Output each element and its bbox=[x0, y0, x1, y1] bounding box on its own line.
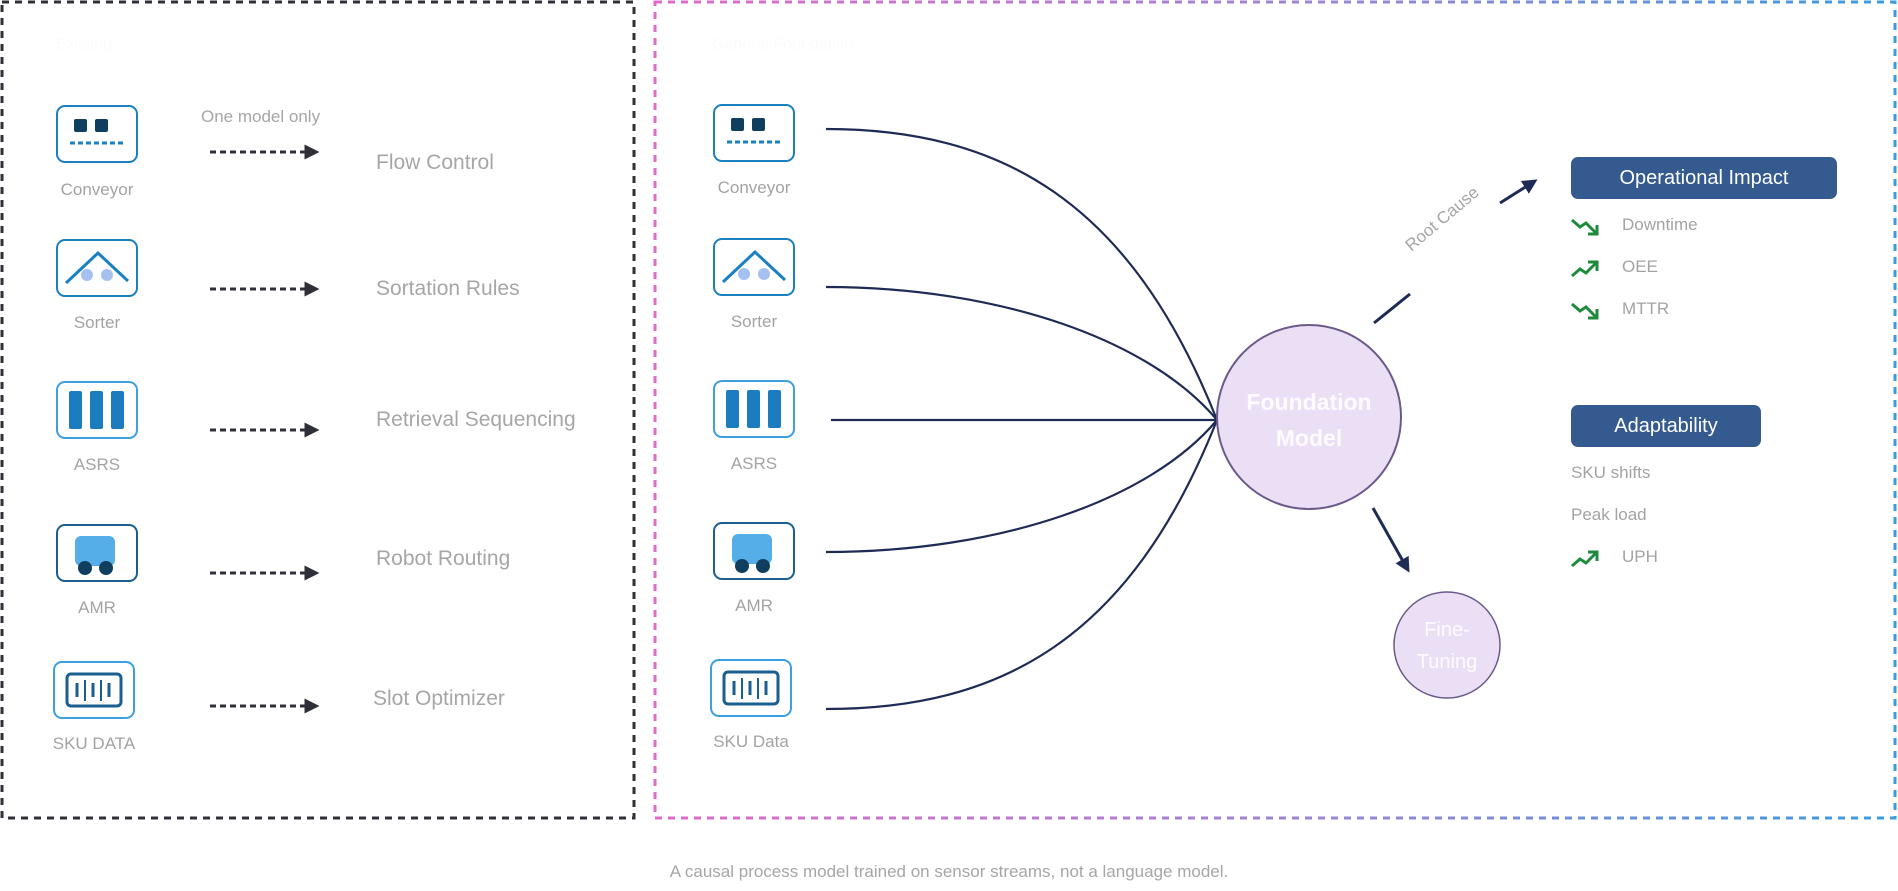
left-sku-node bbox=[53, 661, 135, 719]
source-edges bbox=[825, 127, 1219, 711]
amr-icon bbox=[75, 536, 115, 575]
fine-tuning-arrow bbox=[1371, 507, 1410, 573]
left-arrows bbox=[210, 144, 320, 714]
asrs-icon bbox=[726, 390, 781, 428]
left-source-label: ASRS bbox=[73, 455, 121, 474]
edge-sku bbox=[825, 419, 1219, 711]
foundation-model-line1: Foundation bbox=[1246, 389, 1372, 415]
conveyor-icon bbox=[727, 118, 781, 144]
right-sku-node bbox=[710, 659, 792, 717]
trend-up-icon bbox=[1571, 550, 1599, 568]
asrs-icon bbox=[69, 391, 124, 429]
metric-peak-load: Peak load bbox=[1571, 505, 1647, 524]
left-target-label: Slot Optimizer bbox=[373, 687, 505, 710]
root-cause-arrow-tail bbox=[1373, 292, 1411, 325]
footer-caption: A causal process model trained on sensor… bbox=[669, 862, 1229, 881]
adaptability-pill: Adaptability bbox=[1571, 405, 1761, 447]
barcode-icon bbox=[65, 672, 123, 708]
left-target-label: Flow Control bbox=[376, 151, 494, 174]
right-source-label: SKU Data bbox=[713, 732, 789, 751]
barcode-icon bbox=[722, 670, 780, 706]
metric-oee: OEE bbox=[1622, 257, 1658, 276]
left-amr-node bbox=[56, 524, 138, 582]
foundation-model-circle bbox=[1216, 324, 1402, 510]
sorter-icon bbox=[721, 249, 787, 284]
edge-amr bbox=[825, 419, 1218, 554]
right-source-label: Conveyor bbox=[717, 178, 791, 197]
fine-tuning-line1: Fine- bbox=[1424, 619, 1470, 641]
right-panel-title: General Foundation bbox=[712, 36, 854, 53]
edge-conveyor bbox=[825, 127, 1219, 421]
trend-up-icon bbox=[1571, 260, 1599, 278]
left-target-label: Sortation Rules bbox=[376, 277, 520, 300]
root-cause-arrow-head bbox=[1499, 179, 1538, 205]
amr-icon bbox=[732, 534, 772, 573]
left-conveyor-node bbox=[56, 105, 138, 163]
metric-downtime: Downtime bbox=[1622, 215, 1698, 234]
metric-uph: UPH bbox=[1622, 547, 1658, 566]
left-asrs-node bbox=[56, 381, 138, 439]
left-source-label: Conveyor bbox=[60, 180, 134, 199]
left-source-label: AMR bbox=[78, 598, 116, 617]
foundation-model-line2: Model bbox=[1275, 425, 1343, 451]
fine-tuning-circle bbox=[1393, 591, 1501, 699]
left-target-label: Retrieval Sequencing bbox=[376, 408, 576, 431]
conveyor-icon bbox=[70, 119, 124, 145]
trend-down-icon bbox=[1571, 302, 1599, 320]
one-model-note: One model only bbox=[201, 107, 321, 126]
right-conveyor-node bbox=[713, 104, 795, 162]
metric-sku-shifts: SKU shifts bbox=[1571, 463, 1651, 482]
foundation-model-label: Foundation Model bbox=[1217, 384, 1401, 456]
right-asrs-node bbox=[713, 380, 795, 438]
edge-sorter bbox=[825, 285, 1218, 421]
left-target-label: Robot Routing bbox=[376, 547, 511, 570]
left-source-label: Sorter bbox=[73, 313, 121, 332]
metric-mttr: MTTR bbox=[1622, 299, 1670, 318]
sorter-icon bbox=[64, 250, 130, 285]
right-amr-node bbox=[713, 522, 795, 580]
left-panel-title: Existing bbox=[56, 36, 113, 53]
left-sorter-node bbox=[56, 239, 138, 297]
trend-down-icon bbox=[1571, 218, 1599, 236]
right-source-label: ASRS bbox=[730, 454, 778, 473]
left-source-label: SKU DATA bbox=[52, 734, 136, 753]
operational-impact-pill: Operational Impact bbox=[1571, 157, 1837, 199]
right-source-label: AMR bbox=[735, 596, 773, 615]
right-sorter-node bbox=[713, 238, 795, 296]
fine-tuning-label: Fine- Tuning bbox=[1394, 614, 1500, 678]
fine-tuning-line2: Tuning bbox=[1416, 651, 1478, 673]
right-source-label: Sorter bbox=[730, 312, 778, 331]
left-panel-border bbox=[0, 0, 636, 820]
